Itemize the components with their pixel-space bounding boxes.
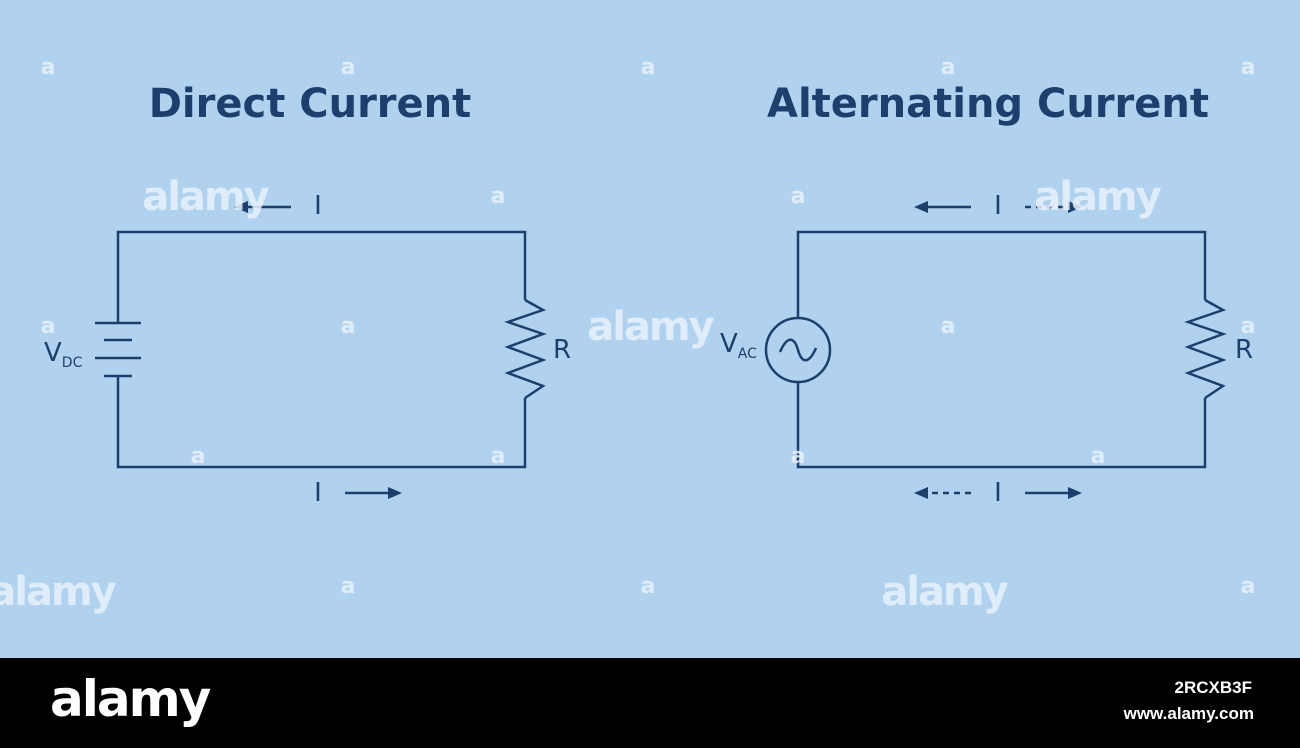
watermark-mark: a [41,55,56,80]
watermark-text: alamy [0,569,117,615]
footer-site-link[interactable]: www.alamy.com [1123,704,1254,723]
watermark-text: alamy [1034,174,1161,220]
watermark-mark: a [491,184,506,209]
watermark-mark: a [191,444,206,469]
dc-title: Direct Current [149,81,472,127]
ac-arrow-top-right-dashed [1025,201,1082,213]
ac-resistor-label: R [1235,335,1253,365]
watermark-mark: a [341,314,356,339]
watermark-text: alamy [142,174,269,220]
ac-current-bottom-label: I [994,478,1002,508]
watermark-mark: a [41,314,56,339]
dc-circuit [95,230,547,469]
dc-source-v: V [44,338,62,368]
watermark-mark: a [641,574,656,599]
ac-wire [796,230,1207,318]
watermark-mark: a [941,314,956,339]
ac-source-sub: AC [738,346,757,362]
ac-arrow-bottom-right-solid [1025,487,1082,499]
dc-arrow-left [234,201,291,213]
watermark-mark: a [1241,574,1256,599]
watermark-mark: a [341,574,356,599]
ac-current-top-label: I [994,191,1002,221]
ac-source-label: VAC [720,329,757,362]
ac-title: Alternating Current [767,81,1209,127]
ac-wire [796,382,1207,469]
watermark-text: alamy [587,304,714,350]
watermark-mark: a [791,184,806,209]
dc-arrow-right [345,487,402,499]
watermark-mark: a [1091,444,1106,469]
watermark-mark: a [641,55,656,80]
watermark-layer: a a a a a alamy a a alamy a a alamy a a … [0,55,1255,615]
dc-wire [116,376,527,469]
dc-wire [116,230,527,322]
sine-wave-icon [778,338,818,362]
footer-bar: alamy 2RCXB3F www.alamy.com [0,658,1300,748]
circuit-diagram: Direct Current Alternating Current VDC R… [0,55,1256,615]
dc-resistor-label: R [553,335,571,365]
ac-source-circle [764,316,832,384]
dc-resistor [504,298,547,400]
ac-resistor [1184,298,1227,400]
watermark-mark: a [941,55,956,80]
dc-current-bottom-label: I [314,478,322,508]
ac-arrow-bottom-left-dashed [914,487,971,499]
dc-source-sub: DC [62,355,83,371]
watermark-mark: a [1241,314,1256,339]
ac-arrow-top-left-solid [914,201,971,213]
ac-circuit [764,230,1227,469]
watermark-mark: a [491,444,506,469]
footer-image-id: 2RCXB3F [1174,678,1252,697]
footer-brand-logo[interactable]: alamy [50,670,211,728]
dc-source-label: VDC [44,338,83,371]
watermark-mark: a [341,55,356,80]
watermark-mark: a [791,444,806,469]
dc-current-top-label: I [314,191,322,221]
watermark-mark: a [1241,55,1256,80]
watermark-text: alamy [881,569,1008,615]
ac-source-v: V [720,329,738,359]
